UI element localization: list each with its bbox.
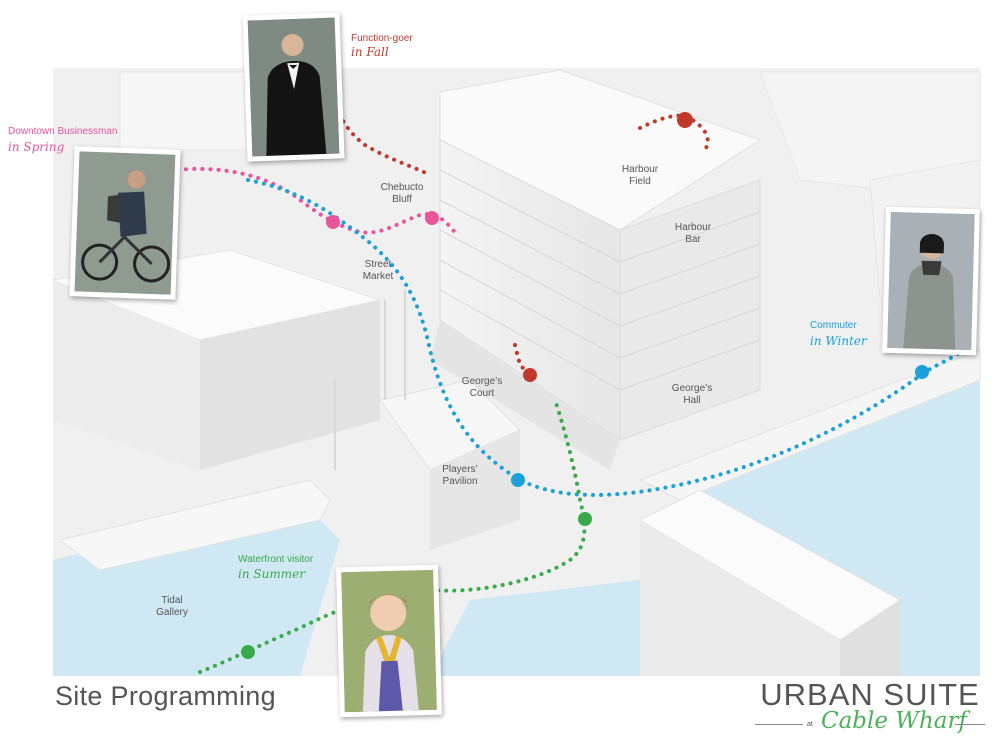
tower-roof	[439, 69, 762, 231]
marker-summer-2	[241, 645, 255, 659]
pier-left	[58, 479, 331, 571]
label-georges-hall: George’s Hall	[671, 383, 713, 406]
persona-businessman-name: Downtown Businessman	[8, 126, 118, 137]
tuxedo-figure-icon	[247, 17, 340, 157]
left-block-front	[53, 280, 200, 470]
label-chebucto-bluff: Chebucto Bluff	[380, 182, 424, 205]
persona-waterfront-name: Waterfront visitor	[238, 554, 314, 565]
marker-spring-1	[326, 215, 340, 229]
commuter-figure-icon	[887, 211, 975, 351]
path-summer-2	[428, 398, 587, 593]
label-players-pavilion: Players’ Pavilion	[442, 464, 478, 487]
label-tidal-gallery: Tidal Gallery	[156, 595, 188, 618]
water-bottom	[430, 580, 700, 676]
path-summer	[198, 606, 347, 674]
brand-name: URBAN SUITE	[760, 677, 980, 712]
persona-function-goer-season: in Fall	[351, 45, 389, 59]
persona-businessman-season: in Spring	[8, 140, 65, 154]
podium	[430, 320, 620, 470]
tower-facade-right	[619, 179, 761, 441]
marker-fall-court	[523, 368, 537, 382]
pier-right	[638, 349, 981, 501]
bottom-right-building-end	[840, 600, 900, 676]
brand-rule-right	[955, 724, 985, 725]
persona-function-goer-name: Function-goer	[351, 33, 413, 44]
persona-commuter-name: Commuter	[810, 320, 857, 331]
path-fall-top	[638, 113, 710, 152]
photo-commuter	[882, 206, 980, 356]
marker-winter-east	[915, 365, 929, 379]
label-harbour-bar: Harbour Bar	[674, 222, 712, 245]
persona-waterfront-season: in Summer	[238, 567, 305, 581]
label-street-market: Street Market	[362, 259, 394, 282]
brand-rule-left	[755, 724, 803, 725]
marker-summer-1	[578, 512, 592, 526]
girl-figure-icon	[341, 569, 437, 713]
marker-fall-field	[677, 112, 693, 128]
photo-waterfront-visitor	[336, 564, 442, 718]
photo-businessman	[69, 146, 181, 300]
brand-at: at	[807, 721, 813, 728]
pavilion-front	[430, 430, 520, 550]
label-harbour-field: Harbour Field	[621, 164, 659, 187]
persona-commuter-season: in Winter	[810, 334, 867, 348]
cyclist-figure-icon	[74, 151, 176, 295]
page-title: Site Programming	[55, 681, 276, 711]
marker-spring-2	[425, 211, 439, 225]
brand-logo: URBAN SUITE at Cable Wharf	[755, 677, 985, 740]
label-georges-court: George’s Court	[461, 376, 503, 399]
brand-subtitle: Cable Wharf	[821, 708, 967, 734]
photo-function-goer	[242, 12, 345, 162]
path-fall-court	[513, 343, 532, 377]
bottom-right-building-side	[640, 520, 840, 676]
marker-winter-pavilion	[511, 473, 525, 487]
